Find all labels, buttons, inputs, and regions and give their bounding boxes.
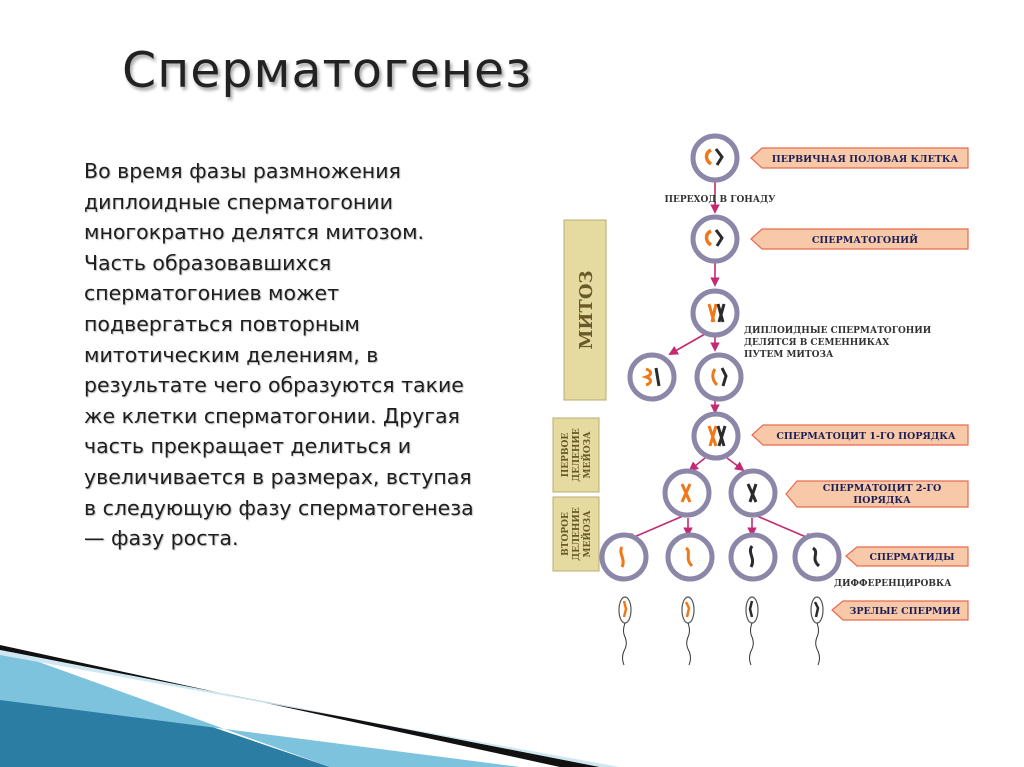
label-primary-cell-text: ПЕРВИЧНАЯ ПОЛОВАЯ КЛЕТКА (772, 154, 959, 165)
side-label-mitosis: МИТОЗ (563, 219, 607, 401)
side-label-meiosis-1-line3: МЕЙОЗА (580, 431, 593, 479)
cell-mitosis-daughter-right (694, 352, 744, 402)
body-line: Часть образовавшихся (84, 250, 332, 275)
slide-title: Сперматогенез (122, 42, 533, 99)
side-label-meiosis-2: ВТОРОЕ ДЕЛЕНИЕ МЕЙОЗА (552, 496, 600, 572)
cell-diploid-dividing (690, 288, 740, 338)
side-label-mitosis-text: МИТОЗ (576, 271, 597, 350)
side-label-meiosis-2-line2: ДЕЛЕНИЕ (572, 507, 582, 561)
side-label-meiosis-1-line2: ДЕЛЕНИЕ (572, 428, 582, 482)
sperm-4 (810, 596, 824, 666)
deco-light-band (0, 648, 520, 767)
sperm-2 (681, 596, 695, 666)
body-line: митотическим делениям, в (84, 342, 379, 367)
body-line: диплоидные сперматогонии (84, 189, 393, 214)
body-line: многократно делятся митозом. (84, 220, 425, 245)
body-line: увеличивается в размерах, вступая (84, 464, 472, 489)
label-spermatocyte-1-text: СПЕРМАТОЦИТ 1-ГО ПОРЯДКА (776, 431, 956, 442)
label-spermatocyte-2-line1: СПЕРМАТОЦИТ 2-ГО (823, 483, 941, 494)
cell-spermatocyte-2-left (662, 468, 712, 518)
cell-spermatocyte-2-right (728, 468, 778, 518)
sperm-1 (618, 596, 632, 666)
cell-mitosis-daughter-left (627, 352, 677, 402)
label-spermatocyte-2-line2: ПОРЯДКА (853, 495, 911, 506)
body-line: подвергаться повторным (84, 311, 360, 336)
label-spermatogonium: СПЕРМАТОГОНИЙ (750, 228, 969, 250)
cell-spermatocyte-1 (691, 411, 741, 461)
spermatogenesis-diagram: МИТОЗ ПЕРВОЕ ДЕЛЕНИЕ МЕЙОЗА ВТОРОЕ ДЕЛЕН… (552, 133, 969, 666)
label-mature-text: ЗРЕЛЫЕ СПЕРМИИ (850, 606, 961, 617)
cell-spermatid-4 (792, 532, 842, 582)
label-differentiation: ДИФФЕРЕНЦИРОВКА (834, 579, 952, 589)
label-mature: ЗРЕЛЫЕ СПЕРМИИ (831, 600, 969, 621)
sperm-3 (745, 596, 759, 666)
label-spermatocyte-2: СПЕРМАТОЦИТ 2-ГО ПОРЯДКА (785, 480, 969, 508)
body-line: часть прекращает делиться и (84, 434, 412, 459)
cell-spermatid-2 (665, 532, 715, 582)
cell-spermatogonium (690, 214, 740, 264)
deco-teal-band (0, 655, 330, 767)
label-spermatids: СПЕРМАТИДЫ (845, 546, 969, 567)
body-line: результате чего образуются такие (84, 373, 464, 398)
slide-body-text: Во время фазы размножения диплоидные спе… (84, 156, 554, 554)
label-spermatogonium-text: СПЕРМАТОГОНИЙ (812, 233, 918, 246)
label-primary-cell: ПЕРВИЧНАЯ ПОЛОВАЯ КЛЕТКА (750, 147, 969, 169)
side-label-meiosis-1: ПЕРВОЕ ДЕЛЕНИЕ МЕЙОЗА (552, 417, 600, 493)
label-mitosis-note-2: ДЕЛЯТСЯ В СЕМЕННИКАХ (744, 338, 889, 348)
body-line: в следующую фазу сперматогенеза (84, 495, 474, 520)
label-mitosis-note-1: ДИПЛОИДНЫЕ СПЕРМАТОГОНИИ (744, 326, 932, 336)
side-label-meiosis-2-line3: МЕЙОЗА (580, 510, 593, 558)
label-mitosis-note-3: ПУТЕМ МИТОЗА (744, 350, 834, 360)
side-label-meiosis-1-line1: ПЕРВОЕ (561, 433, 571, 478)
cell-primary (690, 133, 740, 183)
body-line: же клетки сперматогонии. Другая (84, 403, 460, 428)
diagram-arrows (625, 181, 815, 542)
label-spermatocyte-1: СПЕРМАТОЦИТ 1-ГО ПОРЯДКА (751, 424, 969, 446)
body-line: — фазу роста. (84, 526, 239, 551)
label-spermatids-text: СПЕРМАТИДЫ (869, 552, 954, 563)
deco-light-edge (0, 650, 620, 767)
deco-dark-swoosh (0, 645, 600, 767)
body-line: сперматогониев может (84, 281, 340, 306)
label-to-gonad: ПЕРЕХОД В ГОНАДУ (665, 195, 777, 205)
cell-spermatid-1 (599, 532, 649, 582)
body-line: Во время фазы размножения (84, 159, 401, 183)
cell-spermatid-3 (728, 532, 778, 582)
side-label-meiosis-2-line1: ВТОРОЕ (561, 512, 571, 556)
